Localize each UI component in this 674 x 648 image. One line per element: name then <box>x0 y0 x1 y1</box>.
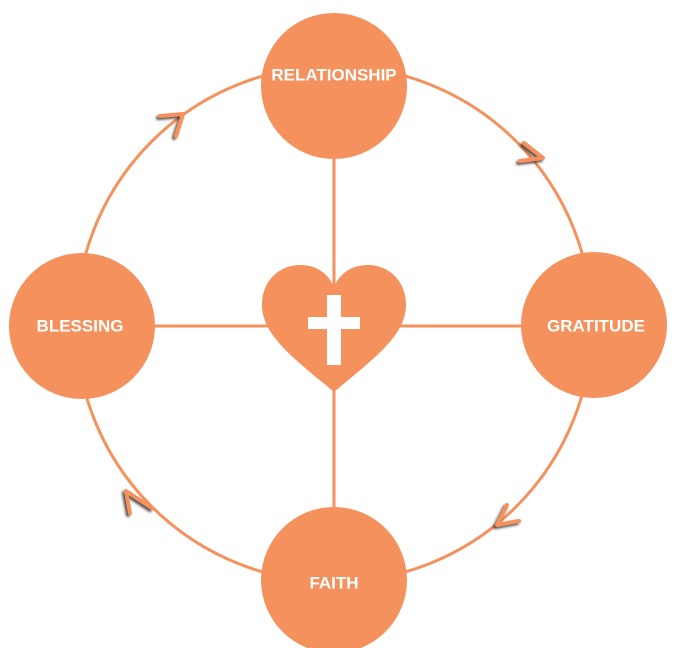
center-heart <box>262 265 406 392</box>
arrow-blessing-to-relationship-icon <box>158 112 185 138</box>
node-faith-label: FAITH <box>309 574 358 593</box>
node-gratitude-label: GRATITUDE <box>547 317 645 336</box>
cross-icon <box>308 295 360 365</box>
node-blessing-label: BLESSING <box>37 317 124 336</box>
node-faith: FAITH <box>261 507 407 648</box>
arrow-gratitude-to-faith-icon <box>495 503 521 527</box>
node-blessing: BLESSING <box>9 253 155 399</box>
arrow-faith-to-blessing-icon <box>124 489 154 515</box>
arrow-relationship-to-gratitude-icon <box>518 141 545 163</box>
node-relationship-label: RELATIONSHIP <box>271 66 396 85</box>
node-gratitude: GRATITUDE <box>521 252 667 398</box>
node-relationship: RELATIONSHIP <box>261 13 407 159</box>
